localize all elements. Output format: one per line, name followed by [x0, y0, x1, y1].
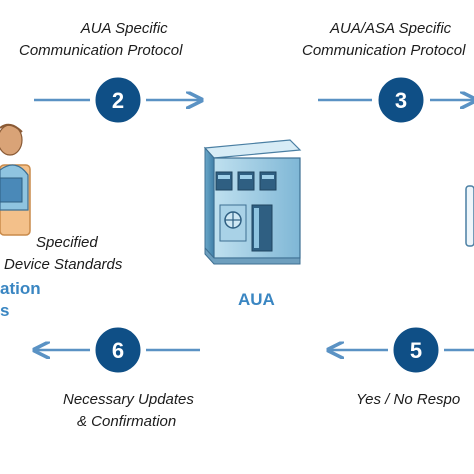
protocol-label-line: Communication Protocol — [19, 42, 183, 59]
resident-label-partial: ation s — [0, 278, 41, 322]
updates-confirmation-label: Necessary Updates & Confirmation — [63, 389, 194, 433]
device-standards-line: Specified — [36, 234, 98, 251]
aua-label: AUA — [238, 290, 275, 309]
protocol-label-line: AUA Specific — [80, 20, 168, 37]
resident-label-line: s — [0, 301, 10, 320]
step-5-badge: 5 — [390, 324, 442, 376]
protocol-label-line: AUA/ASA Specific — [330, 20, 452, 37]
step-6-badge: 6 — [92, 324, 144, 376]
aua-server-icon — [203, 139, 302, 265]
updates-line: & Confirmation — [77, 413, 177, 430]
step-number: 3 — [395, 88, 407, 113]
resident-label-line: ation — [0, 279, 41, 298]
device-standards-label: Specified Device Standards — [0, 232, 122, 276]
protocol-label-aua: AUA Specific Communication Protocol — [19, 18, 182, 62]
step-number: 5 — [410, 338, 422, 363]
step-number: 6 — [112, 338, 124, 363]
resident-device-icon — [0, 123, 31, 236]
device-standards-line: Device Standards — [4, 256, 123, 273]
updates-line: Necessary Updates — [63, 391, 194, 408]
right-partial-device-icon — [465, 185, 474, 247]
step-3-badge: 3 — [375, 74, 427, 126]
step-number: 2 — [112, 88, 124, 113]
protocol-label-aua-asa: AUA/ASA Specific Communication Protocol — [302, 18, 465, 62]
yes-no-response-label: Yes / No Respo — [356, 391, 461, 408]
protocol-label-line: Communication Protocol — [302, 42, 466, 59]
step-2-badge: 2 — [92, 74, 144, 126]
